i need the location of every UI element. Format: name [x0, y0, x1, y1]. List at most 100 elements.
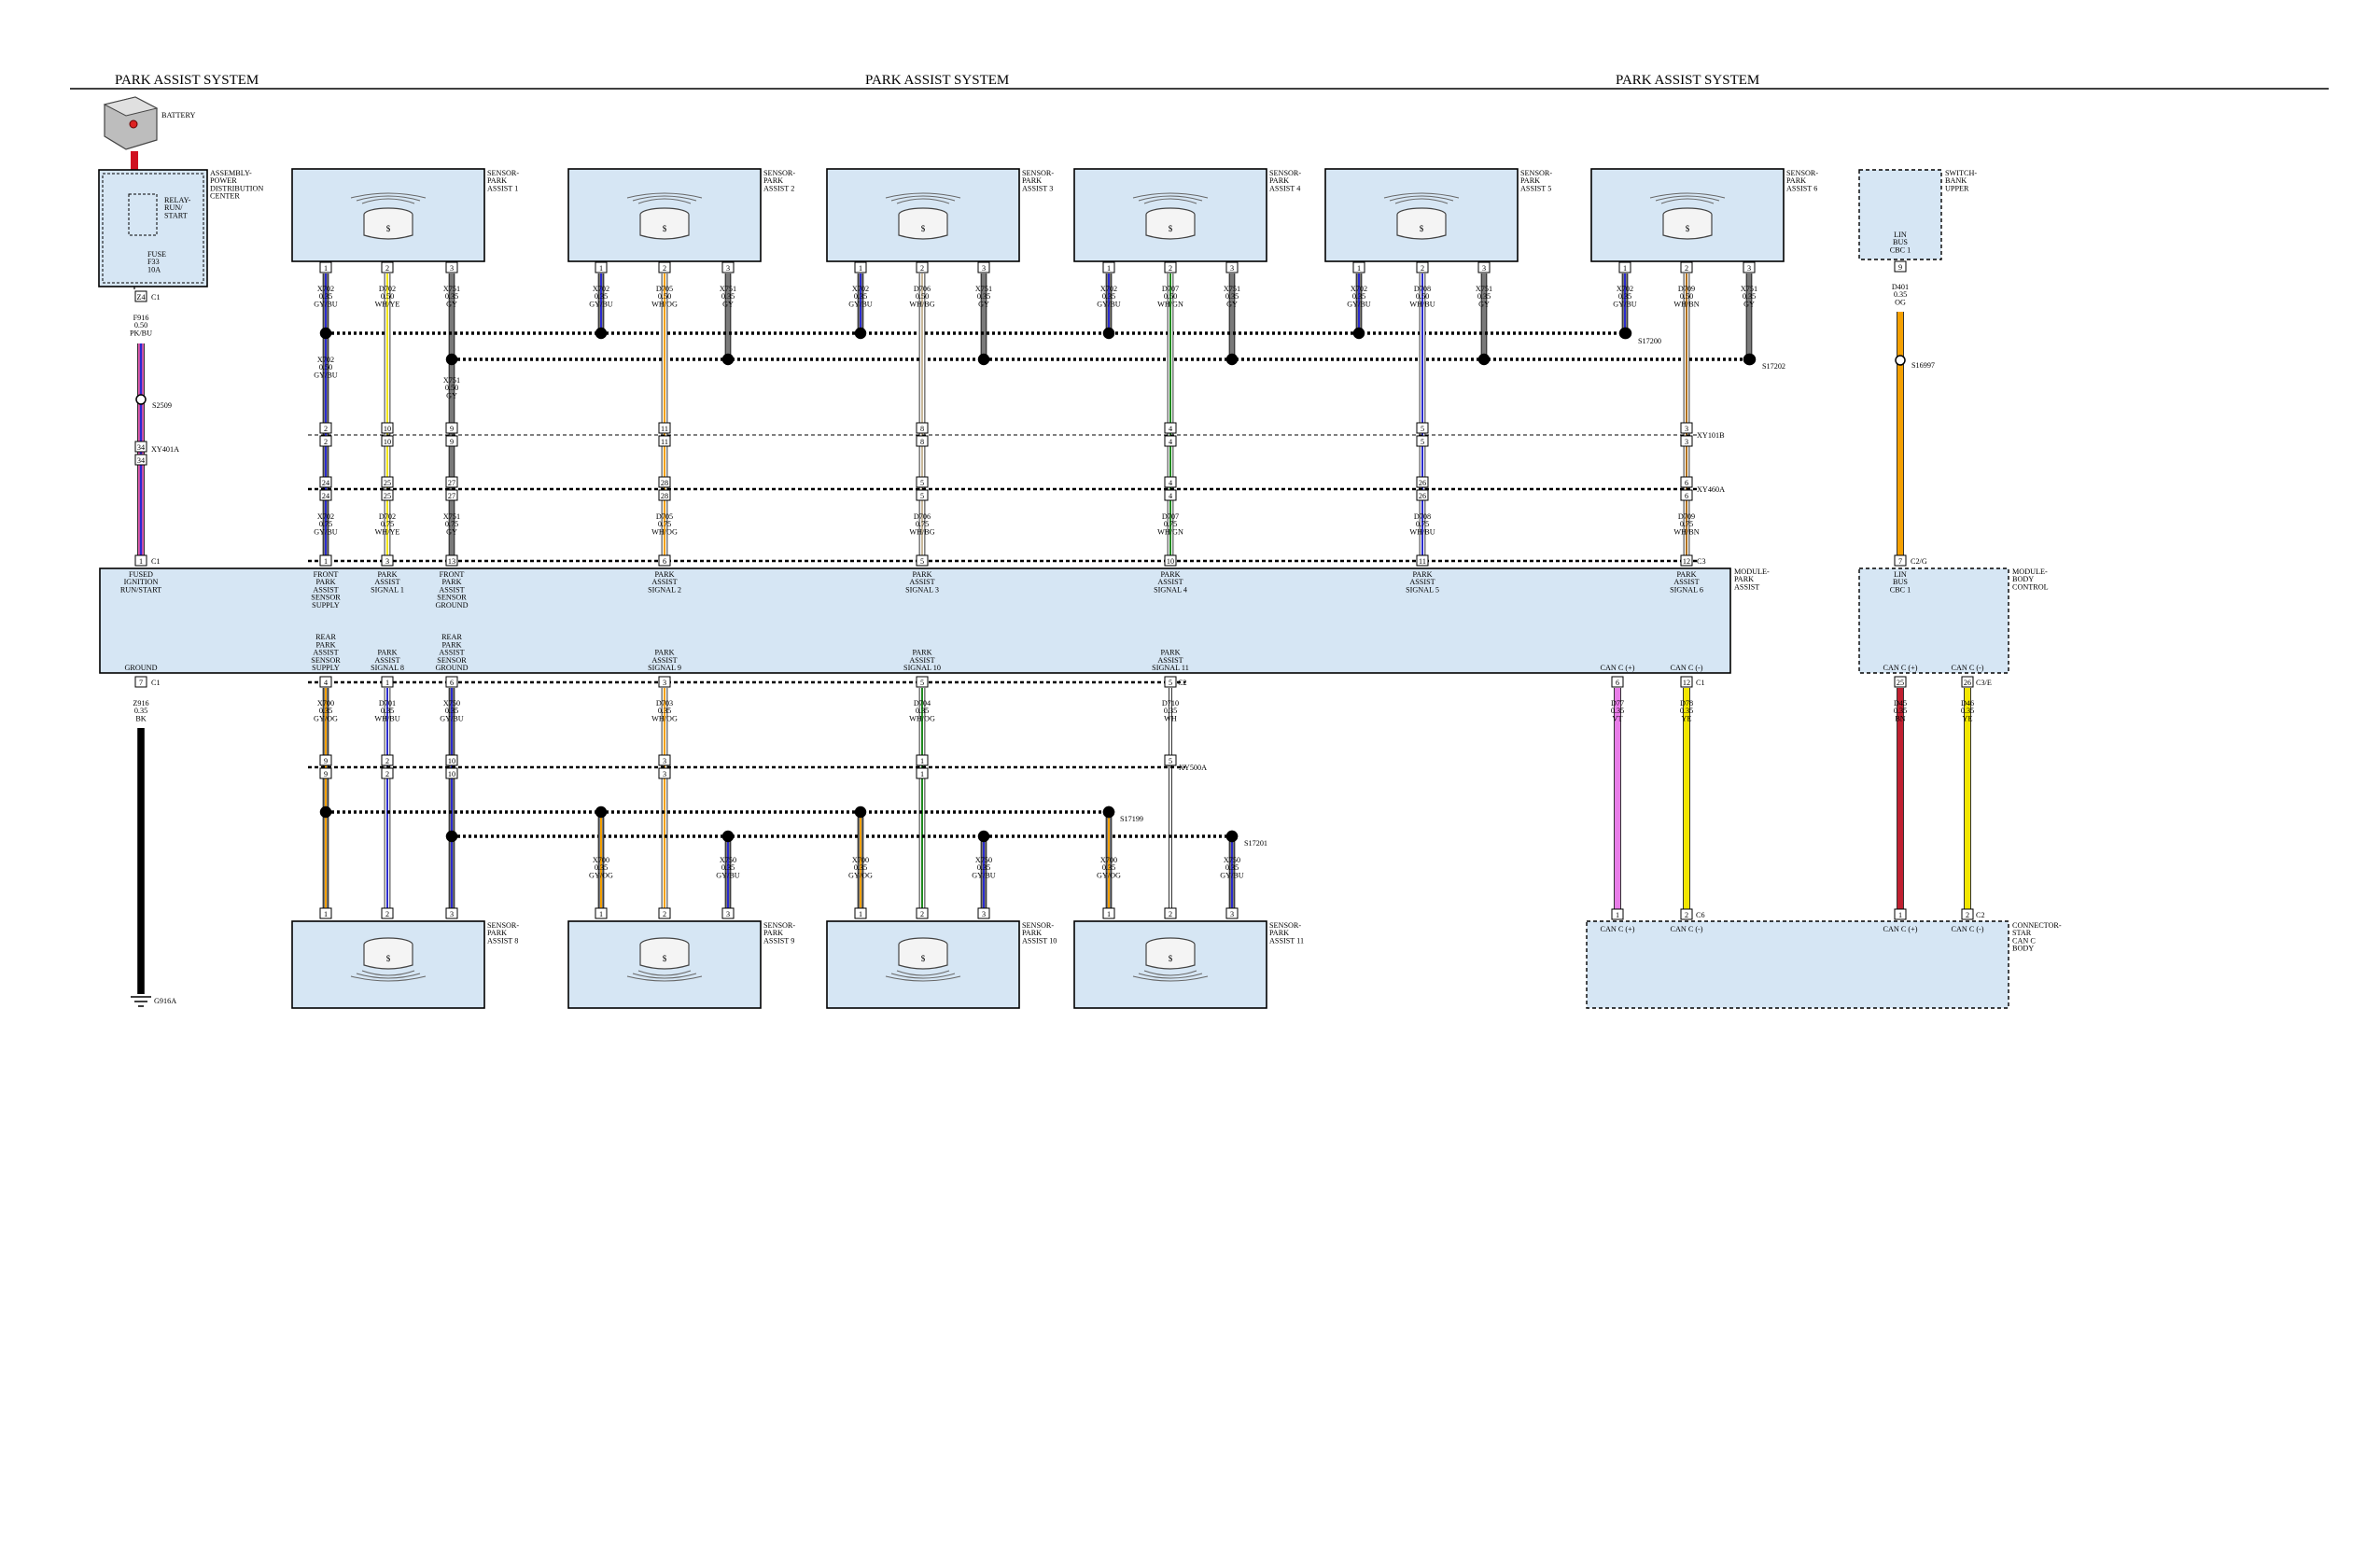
bcm-lin-pin-num: 7 — [1898, 557, 1902, 566]
front-supply-wire-label: X702 — [852, 285, 869, 293]
rear-sensor-name: SENSOR- — [1022, 921, 1054, 930]
xy460a-pin-bot-num: 25 — [384, 492, 391, 500]
rear-supply-wire-label: GY/OG — [589, 871, 613, 879]
switch-bank-name: UPPER — [1945, 184, 1969, 192]
front-sensor-pin-num: 2 — [385, 264, 389, 273]
sensor-body — [1662, 215, 1713, 240]
sensor-wave — [626, 192, 703, 199]
rear-sensor-pin-num: 1 — [1107, 910, 1111, 918]
bcm-star-pin — [1961, 908, 1974, 920]
module-c3-pin-num: 3 — [385, 557, 389, 566]
front-sensor-name: SENSOR- — [1022, 169, 1054, 177]
xy500a-pin-top-num: 1 — [920, 757, 924, 765]
rear-ground-wire-label: 0.35 — [1225, 863, 1239, 872]
xy460a-pin-top-num: 5 — [920, 479, 924, 487]
module-top-pin-label: ASSIST — [313, 585, 338, 594]
sensor-wave — [637, 970, 692, 976]
z916-label: 0.35 — [134, 707, 147, 715]
front-supply-wire-label: 0.35 — [595, 292, 608, 301]
splice-S17200 — [1619, 327, 1632, 340]
can-wire-label: D78 — [1680, 699, 1693, 707]
module-top-pin-label: FUSED — [129, 570, 153, 579]
module-c3-pin-num: 11 — [1419, 557, 1426, 566]
module-c3-pin — [319, 554, 332, 567]
xy500a-pin-top — [319, 754, 332, 766]
front-supply-wire-label: X702 — [1100, 285, 1117, 293]
module-can-pin — [1680, 676, 1693, 688]
xy101b-pin-top — [658, 422, 671, 434]
sensor-wave — [1132, 975, 1209, 982]
splice-label-S2509: S2509 — [152, 401, 172, 410]
front-supply-wire-label: 0.35 — [1102, 292, 1115, 301]
front-sensor-pin-num: 1 — [1357, 264, 1361, 273]
xy101b-pin-bot — [1680, 435, 1693, 447]
ground-main-label: X751 — [443, 376, 460, 385]
bcm-name: CONTROL — [2012, 582, 2049, 591]
rear-ground-branch-dot — [977, 830, 990, 843]
module-name: MODULE- — [1734, 567, 1770, 576]
sensor-wave — [350, 975, 427, 982]
rear-sensor-pin-num: 3 — [1230, 910, 1234, 918]
module-name: PARK — [1734, 575, 1754, 583]
sensor-wave — [885, 192, 961, 199]
rear-sensor-pin-num: 1 — [859, 910, 862, 918]
can-wire-label: D77 — [1611, 699, 1624, 707]
front-sensor-name: ASSIST 3 — [1022, 184, 1053, 192]
front-sensor-pin — [916, 261, 929, 273]
module-ground-pin — [134, 676, 147, 688]
rear-sensor-pin-num: 3 — [982, 910, 986, 918]
ground-symbol — [131, 996, 151, 1007]
front-supply-wire-label: 0.35 — [319, 292, 332, 301]
module-top-pin-label: ASSIST — [374, 578, 399, 586]
front-module-wire-label: D702 — [379, 512, 396, 521]
rear-sensor-pin — [595, 907, 608, 919]
module-c2-pin — [319, 676, 332, 688]
xy401a-pin-bot — [134, 454, 147, 466]
module-c3-pin — [381, 554, 394, 567]
rear-module-wire-label: GY/OG — [314, 714, 338, 722]
rear-ground-wire-label: X750 — [975, 856, 992, 864]
rear-sensor-pin-num: 2 — [663, 910, 666, 918]
front-sensor-pin-num: 2 — [920, 264, 924, 273]
module-c2-pin-num: 4 — [324, 679, 328, 687]
z916-label: Z916 — [133, 699, 148, 707]
rear-sensor-pin-num: 3 — [450, 910, 454, 918]
xy460a-pin-top-num: 6 — [1685, 479, 1688, 487]
sensor-wave — [361, 198, 415, 204]
rear-module-wire-label: D704 — [914, 699, 931, 707]
xy500a-pin-top-num: 9 — [324, 757, 328, 765]
rear-sensor-pin — [445, 907, 458, 919]
rear-sensor-name: ASSIST 11 — [1269, 936, 1304, 945]
front-sensor-pin-num: 1 — [1623, 264, 1627, 273]
front-ground-wire-label: GY — [1743, 300, 1755, 308]
module-c2-pin — [1164, 676, 1177, 688]
front-sensor-icon: $ — [885, 192, 961, 240]
switch-bank-inner: CBC 1 — [1890, 245, 1911, 254]
battery-top — [103, 96, 159, 117]
front-sensor-name: SENSOR- — [1520, 169, 1552, 177]
module-c3-pin — [658, 554, 671, 567]
splice-label-S17199: S17199 — [1120, 815, 1143, 823]
front-supply-wire-label: X702 — [1351, 285, 1367, 293]
rear-supply-dot — [319, 806, 332, 819]
bcm-box — [1858, 567, 2009, 674]
xy460a-pin-bot-num: 6 — [1685, 492, 1688, 500]
xy460a-pin-top-num: 27 — [448, 479, 455, 487]
rear-sensor-pin-num: 2 — [385, 910, 389, 918]
rear-module-wire-label: 0.35 — [1164, 707, 1177, 715]
front-module-wire-label: WH/BU — [1409, 527, 1435, 536]
front-sensor-name: ASSIST 2 — [763, 184, 794, 192]
module-bottom-pin-label: SENSOR — [311, 656, 341, 665]
front-sensor-icon: $ — [1649, 192, 1726, 240]
components-layer: $$$$$$$$$$ — [98, 96, 2009, 1009]
module-bottom-pin-label: SIGNAL 10 — [903, 664, 941, 672]
xy101b-pin-top-num: 10 — [384, 425, 391, 433]
module-top-pin-label: SIGNAL 1 — [371, 585, 404, 594]
supply-splice-dot — [319, 327, 332, 340]
switch-bank-name: SWITCH- — [1945, 169, 1977, 177]
sensor-wave — [896, 198, 950, 204]
conn-XY460A: XY460A — [1697, 485, 1725, 494]
front-module-wire-label: D706 — [914, 512, 931, 521]
front-sensor-pin-num: 1 — [1107, 264, 1111, 273]
